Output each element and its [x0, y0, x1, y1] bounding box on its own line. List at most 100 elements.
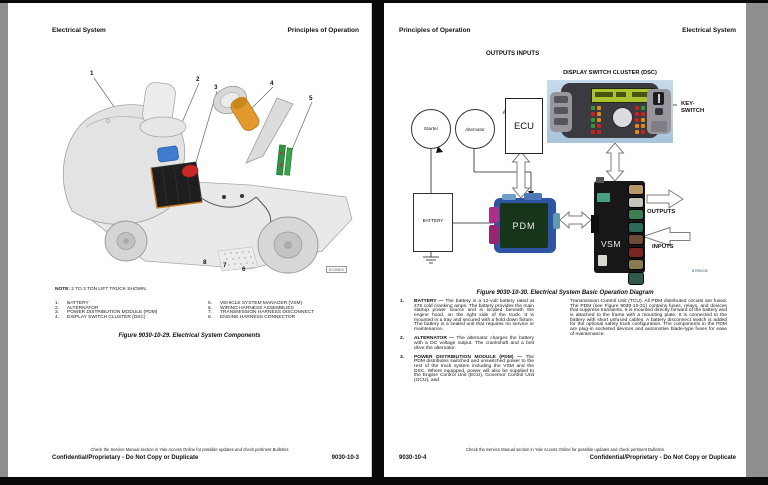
figure-basic-operation-diagram: OUTPUTS INPUTS ECU Starter Alternator DI… [394, 45, 744, 293]
item-num: 5. [208, 301, 213, 306]
footer-notice: Check the Service Manual section in Yale… [466, 447, 664, 452]
item-num: 4. [55, 314, 60, 320]
dsc-lcd-screen [591, 88, 655, 103]
inputs-label: INPUTS [652, 244, 674, 250]
battery-box: BATTERY [413, 193, 453, 252]
callout-1: 1 [90, 70, 94, 77]
item-text: The alternator charges the battery with … [414, 336, 534, 351]
item-num: 6. [208, 305, 213, 311]
dsc-indicator-lights-right [635, 106, 645, 134]
footer-page-number: 9030-10-4 [399, 455, 427, 461]
item-label: VEHICLE SYSTEM MANAGER (VSM) [220, 301, 303, 306]
vsm-photo: VSM [591, 177, 645, 285]
ecu-box: ECU [505, 98, 543, 154]
list-item: 2. ALTERNATOR [55, 305, 157, 312]
page-header-section: Electrical System [52, 27, 106, 34]
list-item: 8. ENGINE HARNESS CONNECTOR [208, 314, 314, 321]
note-line: NOTE: 2 TO 3 TON LIFT TRUCK SHOWN. [55, 287, 147, 293]
pdm-connector-icon [489, 225, 499, 244]
item-num: 2. [55, 305, 60, 311]
vsm-connector-icon [598, 255, 607, 266]
item-label: BATTERY [67, 301, 89, 306]
pdm-photo: PDM [489, 193, 560, 253]
item-num: 7. [208, 310, 213, 316]
body-item-battery: 1. BATTERY — The battery is a 12-volt ba… [400, 299, 534, 333]
viewer-margin-right [746, 3, 768, 477]
figure-caption: Figure 9030-10-30. Electrical System Bas… [476, 290, 654, 296]
outputs-label: OUTPUTS [647, 209, 676, 215]
item-num: 8. [208, 314, 213, 320]
page-header-chapter: Principles of Operation [287, 27, 359, 34]
item-num: 1. [55, 301, 60, 306]
list-item: 4. DISPLAY SWITCH CLUSTER (DSC) [55, 314, 157, 321]
key-switch-line1: KEY- [681, 101, 695, 107]
callout-5: 5 [309, 95, 313, 102]
battery-label: BATTERY [422, 218, 444, 223]
starter-node: Starter [411, 109, 451, 149]
item-label: ENGINE HARNESS CONNECTOR [220, 314, 296, 320]
callout-8: 8 [203, 259, 207, 266]
item-term: POWER DISTRIBUTION MODULE (PDM) — [414, 354, 523, 360]
item-num: 1. [400, 299, 405, 304]
vsm-connector-icon [597, 193, 610, 202]
dsc-body [561, 83, 659, 138]
pdm-connector-icon [553, 213, 560, 229]
callout-3: 3 [214, 84, 218, 91]
components-list-col1: 1. BATTERY 2. ALTERNATOR 3.POWER DISTRIBUT… [55, 301, 158, 321]
page-header-chapter: Principles of Operation [399, 27, 471, 34]
item-text: The battery is a 12-volt battery rated a… [414, 299, 534, 332]
item-term: ALTERNATOR — [414, 336, 455, 342]
figure-code: BT190818 [326, 266, 347, 273]
dsc-left-buttons [550, 92, 572, 132]
components-list-col2: 5. VEHICLE SYSTEM MANAGER (VSM) 6. WIRING … [208, 301, 315, 321]
list-item: 1. BATTERY [55, 301, 157, 307]
vsm-label: VSM [601, 239, 621, 249]
footer-page-number: 9030-10-3 [331, 455, 359, 461]
item-label: WIRING HARNESS ASSEMBLIES [220, 305, 294, 311]
page-left: Electrical System Principles of Operatio… [8, 3, 372, 477]
page-header-section: Electrical System [682, 27, 736, 34]
list-item: 5. VEHICLE SYSTEM MANAGER (VSM) [208, 301, 314, 307]
figure-electrical-system-components: 1 2 3 4 5 6 7 8 BT190818 [50, 69, 370, 283]
alternator-node: Alternator [455, 109, 495, 149]
list-item: 7. TRANSMISSION HARNESS DISCONNECT [208, 310, 315, 316]
key-switch-line2: SWITCH [681, 108, 705, 114]
pdm-label: PDM [500, 203, 548, 248]
figure-caption: Figure 9030-10-29. Electrical System Com… [118, 333, 261, 339]
item-label: POWER DISTRIBUTION MODULE (PDM) [67, 310, 158, 316]
note-label: NOTE: [55, 287, 70, 292]
item-num: 2. [400, 336, 405, 342]
dsc-center-dial [612, 107, 633, 128]
key-switch-icon [653, 92, 664, 105]
dsc-indicator-lights-left [591, 106, 601, 134]
item-label: TRANSMISSION HARNESS DISCONNECT [220, 310, 315, 316]
item-term: BATTERY — [414, 299, 444, 304]
list-item: 6. WIRING HARNESS ASSEMBLIES [208, 305, 314, 312]
callout-7: 7 [223, 262, 227, 269]
key-switch-label: KEY- SWITCH [681, 101, 704, 115]
body-item-pdm: 3. POWER DISTRIBUTION MODULE (PDM) — The… [400, 354, 534, 384]
vsm-connector-icon [591, 215, 599, 233]
item-label: DISPLAY SWITCH CLUSTER (DSC) [67, 314, 146, 320]
body-column-2: Transmission Control Unit (TCU). All PDM… [570, 299, 727, 337]
note-text: 2 TO 3 TON LIFT TRUCK SHOWN. [71, 287, 147, 292]
callout-2: 2 [196, 76, 200, 83]
viewer-margin-left [0, 3, 8, 477]
outputs-inputs-label: OUTPUTS INPUTS [486, 50, 540, 57]
callout-4: 4 [270, 80, 274, 87]
body-column-1: 1. BATTERY — The battery is a 12-volt ba… [400, 299, 534, 388]
footer-confidential: Confidential/Proprietary - Do Not Copy o… [589, 455, 736, 461]
footer-confidential: Confidential/Proprietary - Do Not Copy o… [52, 455, 199, 461]
figure-code: BT950245 [692, 269, 708, 273]
footer-notice: Check the Service Manual section in Yale… [90, 447, 289, 452]
dsc-key-switch-panel [647, 89, 671, 134]
lift-truck-illustration [62, 77, 353, 274]
vsm-fuse-column [628, 184, 644, 285]
list-item: 3.POWER DISTRIBUTION MODULE (PDM) [55, 310, 158, 316]
item-num: 3. [400, 354, 405, 360]
dsc-photo [547, 80, 673, 143]
dsc-label: DISPLAY SWITCH CLUSTER (DSC) [563, 70, 657, 76]
item-label: ALTERNATOR [67, 305, 99, 311]
pdm-connector-icon [489, 207, 499, 223]
